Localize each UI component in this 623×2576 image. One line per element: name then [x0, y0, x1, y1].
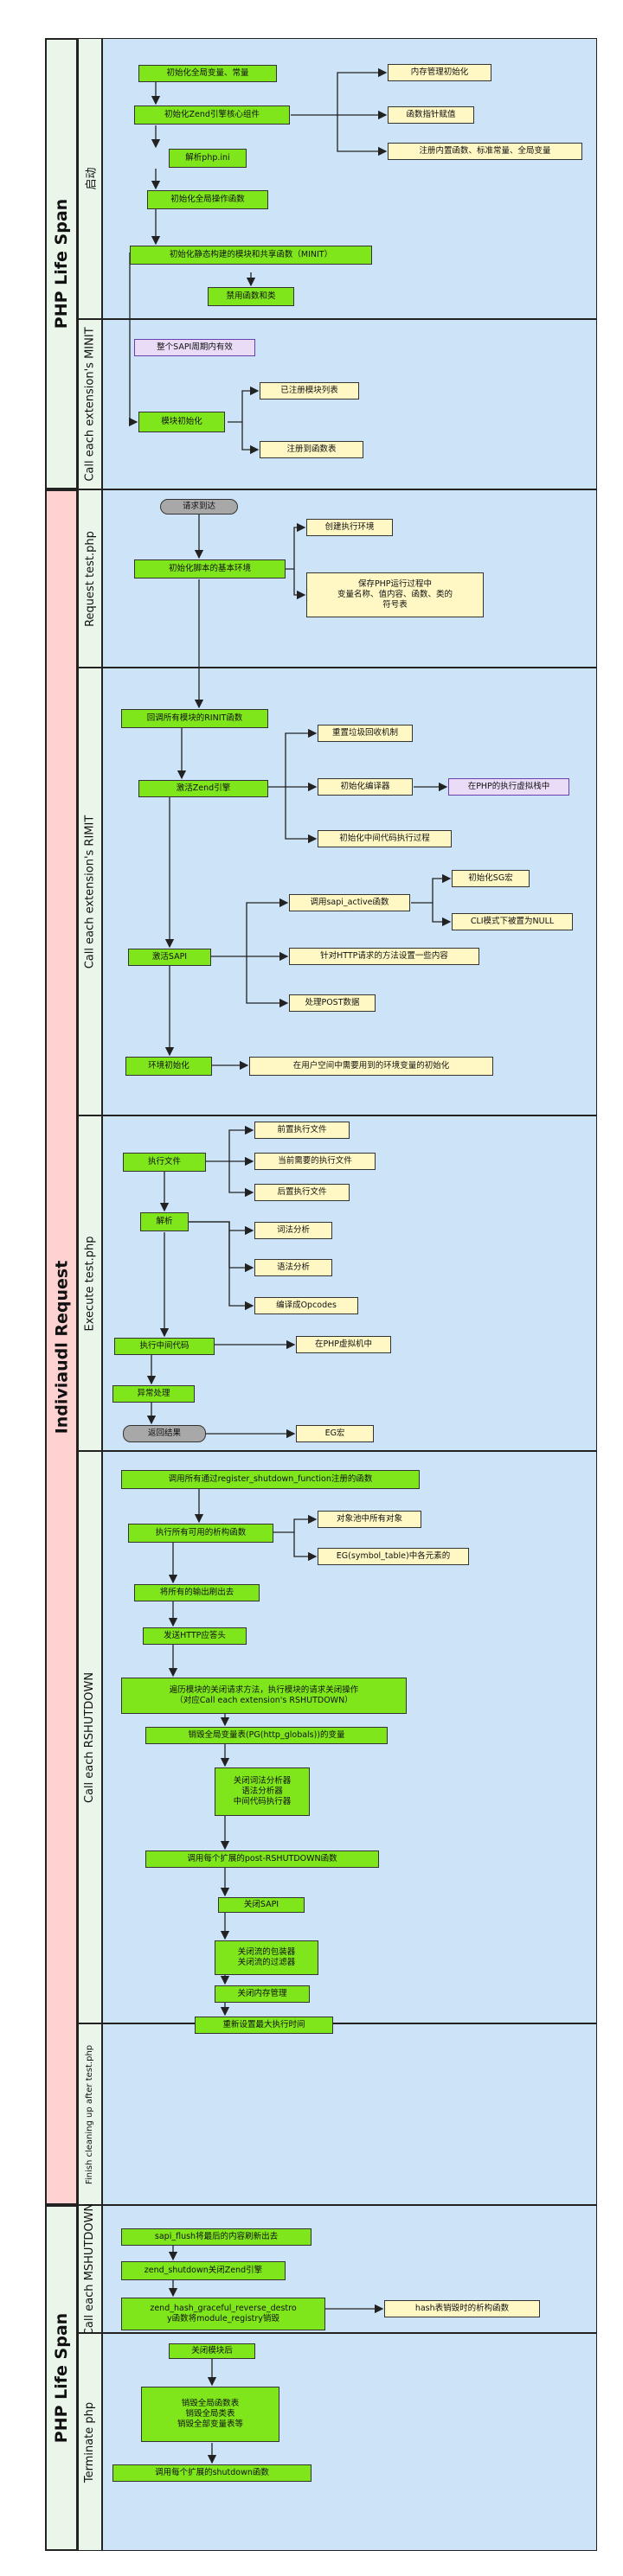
- symbol-table-elements: EG(symbol_table)中各元素的: [318, 1548, 469, 1565]
- prepend-file: 前置执行文件: [254, 1122, 350, 1139]
- init-script-env: 初始化脚本的基本环境: [134, 559, 286, 578]
- registered-module-list: 已注册模块列表: [260, 382, 359, 400]
- section-request: Request test.php: [78, 489, 102, 668]
- close-memory-manager: 关闭内存管理: [215, 1985, 310, 2003]
- destroy-module-registry: zend_hash_graceful_reverse_destro y函数将mo…: [121, 2298, 325, 2330]
- section-mshutdown: Call each MSHUTDOWN: [78, 2202, 102, 2336]
- parse-php-ini: 解析php.ini: [169, 149, 247, 168]
- call-sapi-active: 调用sapi_active函数: [289, 894, 410, 911]
- init-compiler: 初始化编译器: [318, 778, 413, 796]
- destroy-global-tables: 销毁全局函数表 销毁全局类表 销毁全部变量表等: [141, 2387, 279, 2442]
- compile-opcodes: 编译成Opcodes: [254, 1297, 358, 1314]
- activate-sapi: 激活SAPI: [128, 949, 211, 966]
- destroy-http-globals: 销毁全局变量表(PG(http_globals))的变量: [145, 1727, 388, 1744]
- run-destructors: 执行所有可用的析构函数: [128, 1524, 273, 1543]
- execute-file: 执行文件: [123, 1153, 206, 1172]
- init-opcode-exec: 初始化中间代码执行过程: [318, 830, 452, 847]
- call-module-rshutdown: 遍历模块的关闭请求方法，执行模块的请求关闭操作 （对应Call each ext…: [121, 1678, 407, 1714]
- disable-funcs-classes: 禁用函数和类: [208, 287, 294, 306]
- after-module-close: 关闭模块后: [169, 2343, 255, 2359]
- section-rinit: Call each extension's RIMIT: [78, 668, 102, 1115]
- section-terminate: Terminate php: [78, 2333, 102, 2551]
- reset-max-exec-time: 重新设置最大执行时间: [195, 2017, 333, 2034]
- sapi-flush: sapi_flush将最后的内容刷新出去: [121, 2228, 312, 2246]
- init-globals-consts: 初始化全局变量、常量: [138, 65, 277, 82]
- panel-finish-cleaning: [102, 2023, 597, 2205]
- panel-rinit: [102, 668, 597, 1115]
- call-extension-shutdown: 调用每个扩展的shutdown函数: [112, 2464, 312, 2482]
- init-zend-core: 初始化Zend引擎核心组件: [134, 105, 290, 125]
- lane-php-life-span-bottom: PHP Life Span: [45, 2205, 78, 2551]
- reset-gc: 重置垃圾回收机制: [318, 725, 413, 742]
- lexical-analysis: 词法分析: [254, 1222, 332, 1239]
- cli-mode-null: CLI模式下被置为NULL: [452, 913, 573, 930]
- create-exec-env: 创建执行环境: [306, 519, 393, 536]
- section-finish-cleaning: Finish cleaning up after test.php: [78, 2023, 102, 2205]
- section-rshutdown: Call each RSHUTDOWN: [78, 1451, 102, 2023]
- panel-startup: [102, 38, 597, 319]
- lane-php-life-span-top: PHP Life Span: [45, 38, 78, 489]
- call-post-rshutdown: 调用每个扩展的post-RSHUTDOWN函数: [145, 1851, 379, 1868]
- userspace-env-init: 在用户空间中需要用到的环境变量的初始化: [249, 1057, 493, 1076]
- current-file: 当前需要的执行文件: [254, 1153, 376, 1170]
- panel-terminate: [102, 2333, 597, 2551]
- env-init: 环境初始化: [125, 1057, 212, 1076]
- module-init: 模块初始化: [138, 412, 225, 432]
- register-builtins: 注册内置函数、标准常量、全局变量: [388, 143, 582, 160]
- hash-destructor: hash表销毁时的析构函数: [384, 2300, 540, 2317]
- execute-opcodes: 执行中间代码: [114, 1338, 215, 1355]
- call-shutdown-functions: 调用所有通过register_shutdown_function注册的函数: [121, 1470, 420, 1489]
- call-rinit: 回调所有模块的RINIT函数: [121, 709, 268, 728]
- lane-individual-request: Indiviaudl Request: [45, 489, 78, 2205]
- exception-handling: 异常处理: [112, 1385, 195, 1403]
- handle-post-data: 处理POST数据: [289, 994, 376, 1012]
- http-method-setup: 针对HTTP请求的方法设置一些内容: [289, 948, 479, 965]
- object-pool-objects: 对象池中所有对象: [318, 1511, 421, 1528]
- register-to-func-table: 注册到函数表: [260, 441, 363, 458]
- request-arrives: 请求到达: [160, 499, 238, 515]
- func-pointer-assign: 函数指针赋值: [388, 106, 474, 124]
- php-vm-stack: 在PHP的执行虚拟栈中: [448, 778, 569, 796]
- symbol-table-note: 保存PHP运行过程中 变量名称、值内容、函数、类的 符号表: [306, 572, 484, 617]
- init-global-funcs: 初始化全局操作函数: [147, 190, 268, 209]
- eg-macro: EG宏: [296, 1425, 374, 1442]
- section-execute: Execute test.php: [78, 1115, 102, 1451]
- close-stream-wrappers: 关闭流的包装器 关闭流的过滤器: [215, 1940, 318, 1975]
- init-static-modules-minit: 初始化静态构建的模块和共享函数（MINIT）: [130, 246, 372, 265]
- activate-zend: 激活Zend引擎: [138, 780, 268, 797]
- append-file: 后置执行文件: [254, 1184, 350, 1201]
- flush-output: 将所有的输出刷出去: [134, 1584, 260, 1601]
- init-sg-macro: 初始化SG宏: [452, 870, 530, 887]
- zend-shutdown: zend_shutdown关闭Zend引擎: [121, 2261, 286, 2280]
- parse: 解析: [140, 1212, 189, 1231]
- return-result: 返回结果: [123, 1425, 206, 1442]
- close-analyzers: 关闭词法分析器 语法分析器 中间代码执行器: [215, 1767, 310, 1816]
- memory-manager-init: 内存管理初始化: [388, 64, 491, 81]
- in-php-vm: 在PHP虚拟机中: [296, 1336, 391, 1353]
- close-sapi: 关闭SAPI: [218, 1897, 305, 1913]
- syntax-analysis: 语法分析: [254, 1259, 332, 1276]
- section-startup: 启动: [78, 38, 102, 319]
- section-minit: Call each extension's MINIT: [78, 319, 102, 489]
- send-http-headers: 发送HTTP应答头: [143, 1627, 247, 1645]
- sapi-lifetime-note: 整个SAPI周期内有效: [134, 339, 255, 356]
